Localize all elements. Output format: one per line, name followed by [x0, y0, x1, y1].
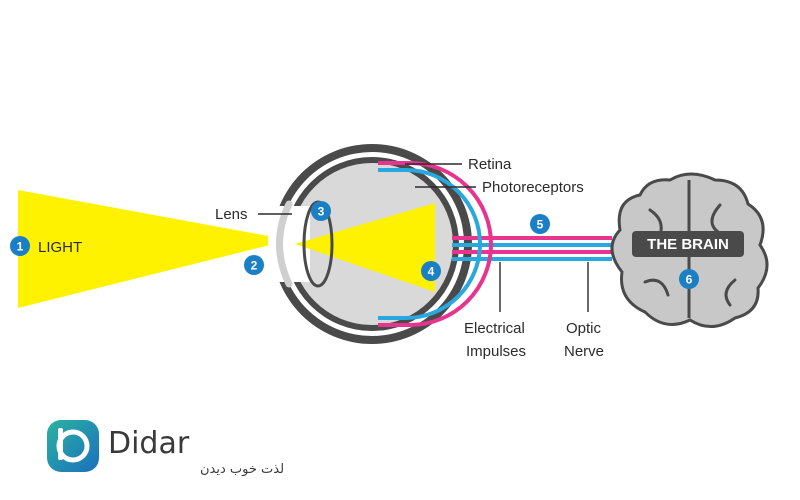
- didar-logo: Didar لذت خوب دیدن: [47, 420, 284, 477]
- logo-tagline: لذت خوب دیدن: [200, 462, 284, 477]
- step-marker-2: 2: [244, 255, 264, 275]
- logo-brand: Didar: [108, 426, 190, 461]
- brain-label-box: [632, 231, 744, 257]
- label-photoreceptors: Photoreceptors: [482, 179, 584, 196]
- label-electrical-2: Impulses: [466, 343, 526, 360]
- label-electrical-1: Electrical: [464, 320, 525, 337]
- step-marker-4: 4: [421, 261, 441, 281]
- step-marker-5: 5: [530, 214, 550, 234]
- svg-text:6: 6: [686, 273, 693, 287]
- svg-text:2: 2: [251, 259, 258, 273]
- label-lens: Lens: [215, 206, 248, 223]
- label-optic-2: Nerve: [564, 343, 604, 360]
- photoreceptor-layer: [378, 168, 482, 320]
- svg-text:1: 1: [17, 240, 24, 254]
- label-light: LIGHT: [38, 239, 82, 256]
- brain: THE BRAIN: [610, 172, 769, 328]
- step-marker-3: 3: [311, 201, 331, 221]
- brain-label: THE BRAIN: [647, 236, 729, 253]
- svg-text:3: 3: [318, 205, 325, 219]
- svg-text:5: 5: [537, 218, 544, 232]
- focused-light: [295, 203, 435, 292]
- step-marker-1: 1: [10, 236, 30, 256]
- label-optic-1: Optic: [566, 320, 602, 337]
- step-marker-6: 6: [679, 269, 699, 289]
- retina-layer: [378, 161, 493, 327]
- cornea: [276, 200, 293, 288]
- label-retina: Retina: [468, 156, 512, 173]
- optic-nerve: [452, 236, 612, 312]
- svg-text:4: 4: [428, 265, 435, 279]
- light-beam: [18, 190, 290, 308]
